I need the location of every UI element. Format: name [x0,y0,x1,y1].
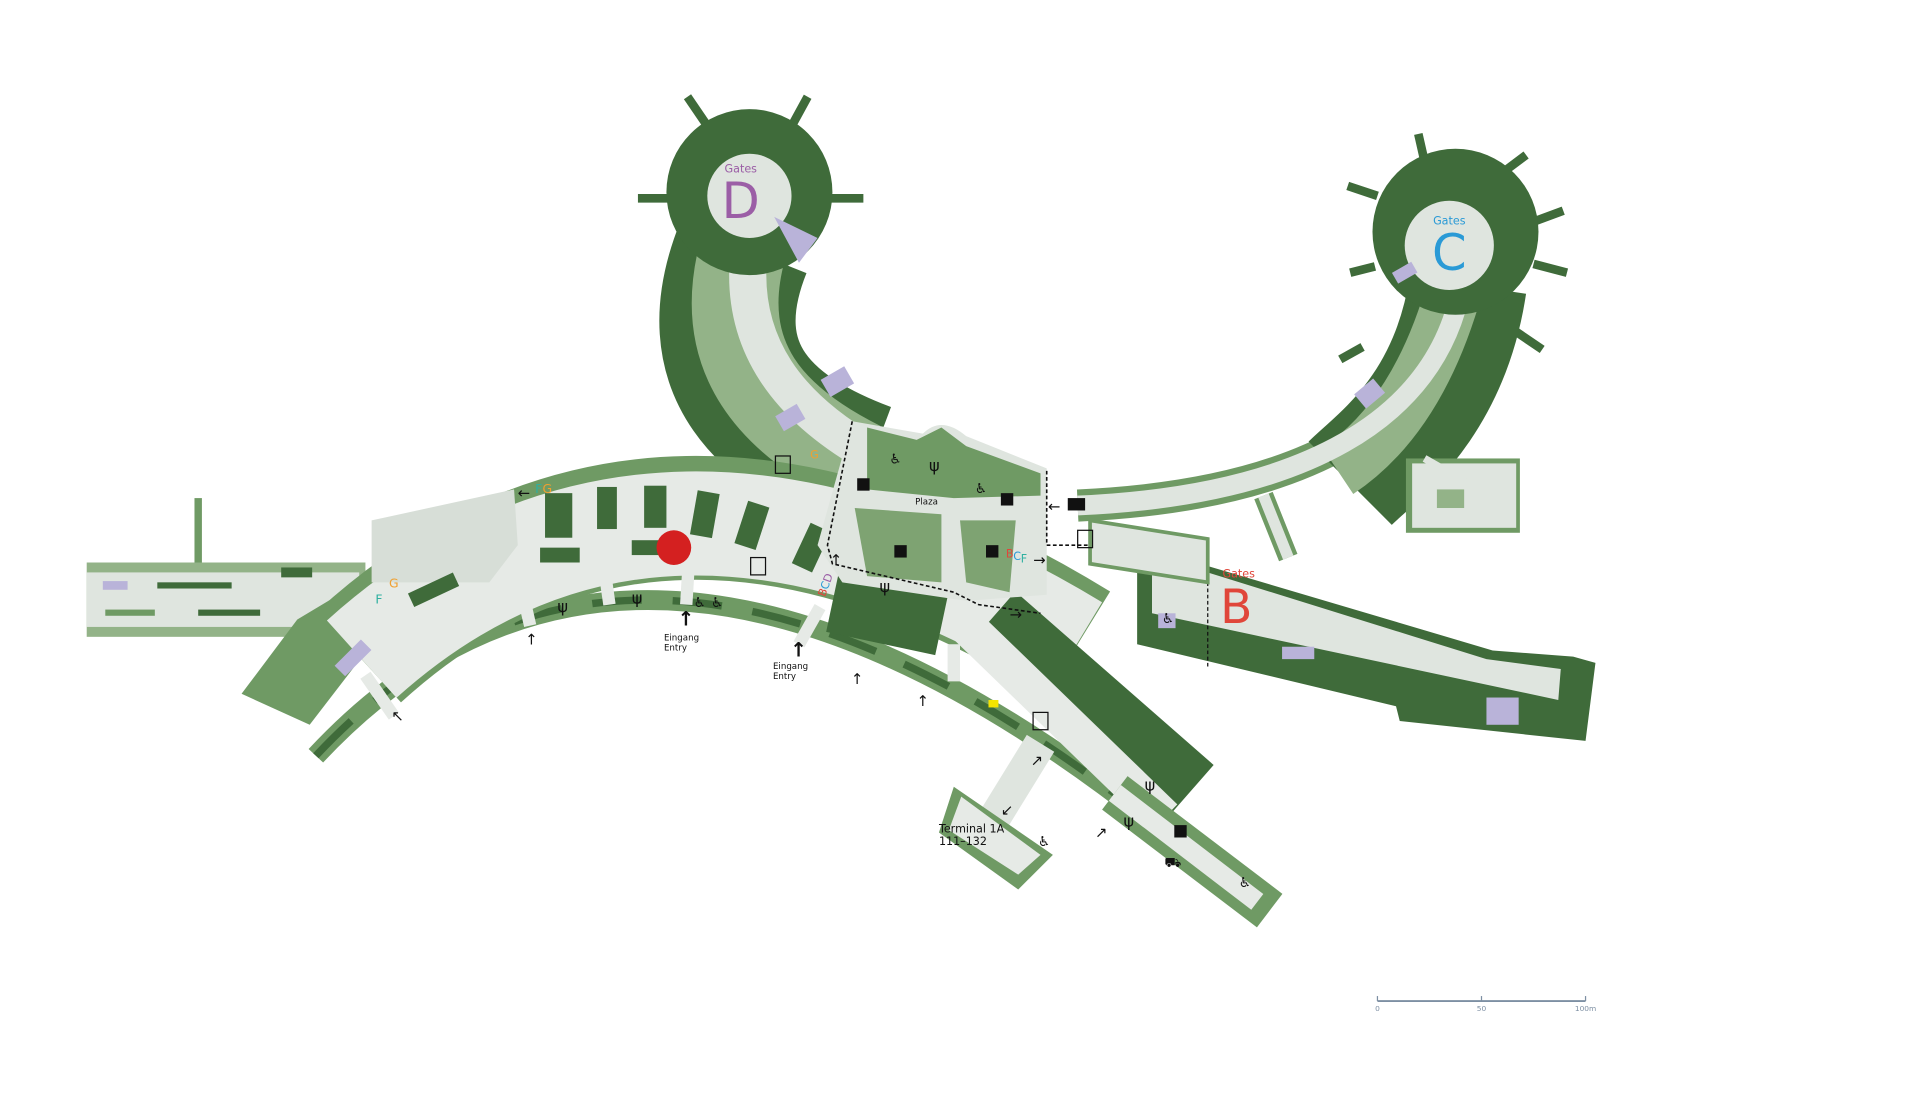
luggage-icon [1067,498,1086,511]
scale-tick-50: 50 [1477,1004,1487,1013]
gate-labels: Gates D Gates C Gates B [722,162,1467,635]
label-c: C [818,579,833,591]
restaurant-icon: ψ [929,456,940,475]
label-c2: C [1013,550,1021,563]
entry-2-en: Entry [773,672,796,682]
arrow-up-icon: ↗ [1031,752,1043,770]
scale-bar: 0 50 100m [1375,996,1596,1013]
terminal-1a: Terminal 1A 111–132 [938,734,1055,890]
scale-tick-0: 0 [1375,1004,1380,1013]
entry-arrow-icon: ↑ [790,639,807,662]
gates-b-letter: B [1220,580,1252,635]
shop-icon [857,478,870,491]
gates-d-letter: D [722,172,760,230]
plaza-label: Plaza [915,497,938,507]
elevator-icon [750,556,767,576]
you-are-here-marker [656,530,692,565]
entry-arrow-icon: ↑ [678,608,695,631]
arrow-up-icon: ↗ [1095,824,1107,842]
label-b: B [816,587,831,599]
arrow-right-icon: → [1010,605,1022,623]
scale-tick-100: 100m [1575,1004,1596,1013]
restaurant-icon: ψ [632,588,643,607]
restaurant-icon: ψ [557,597,568,616]
entry-1-de: Eingang [664,634,699,644]
shop-icon [894,545,907,558]
label-b2: B [1006,548,1014,561]
arrow-down-icon: ↙ [1001,801,1013,819]
label-f: F [535,482,542,496]
cart-icon: ⛟ [1164,855,1181,871]
label-f-left: F [375,592,382,606]
restroom-icon: ♿ [694,595,706,611]
terminal-1a-name: Terminal 1A [938,823,1005,836]
gates-c-letter: C [1432,224,1467,282]
wheelchair-icon: ♿ [975,481,987,497]
wheelchair-icon: ♿ [889,451,901,467]
direction-labels: F G G F G B C D B C F [375,448,1027,606]
arrow-up-icon: ↖ [391,707,403,725]
elevator-icon [774,455,791,474]
arrow-left-icon: ← [1048,498,1060,516]
arrow-up-icon: ↑ [917,692,929,710]
entry-2-de: Eingang [773,662,808,672]
label-g-left: G [389,576,399,590]
restaurant-icon: ψ [1124,811,1135,830]
shop-icon [1000,493,1014,506]
label-g: G [543,482,553,496]
elevator-icon [1032,711,1049,731]
gates-d-title: Gates [725,162,758,175]
gates-c-title: Gates [1433,214,1466,227]
pier-c [1076,132,1569,533]
shop-icon [1174,825,1187,838]
entries: ↑ Eingang Entry ↑ Eingang Entry [664,608,808,682]
wheelchair-icon: ♿ [1038,834,1050,850]
arrow-up-icon: ↑ [525,630,537,648]
elevator-icon [1077,529,1094,549]
amenity-icons: ← ← → → ↑ ↖ ↑ ↑ ↑ ↗ ↗ ↙ ♿ ♿ ♿ ♿ ♿ ♿ ♿ ψ … [391,451,1250,891]
label-d: D [821,572,836,585]
gates-b-title: Gates [1222,567,1255,580]
arrow-up-icon: ↑ [830,551,842,569]
restroom-icon: ♿ [1162,611,1174,627]
wheelchair-icon: ♿ [711,595,723,611]
label-f2: F [1021,553,1027,566]
entry-1-en: Entry [664,643,687,653]
arrow-right-icon: → [1033,551,1045,569]
pier-b [1088,491,1596,741]
restaurant-icon: ψ [879,577,890,596]
wheelchair-icon: ♿ [1239,875,1251,891]
label-g-pier-d: G [810,448,819,461]
terminal-1a-gates: 111–132 [939,835,987,848]
restaurant-icon: ψ [1145,775,1156,794]
pier-d [637,94,892,535]
arrow-up-icon: ↑ [851,670,863,688]
shop-icon [986,545,999,558]
arrow-left-icon: ← [518,484,530,502]
